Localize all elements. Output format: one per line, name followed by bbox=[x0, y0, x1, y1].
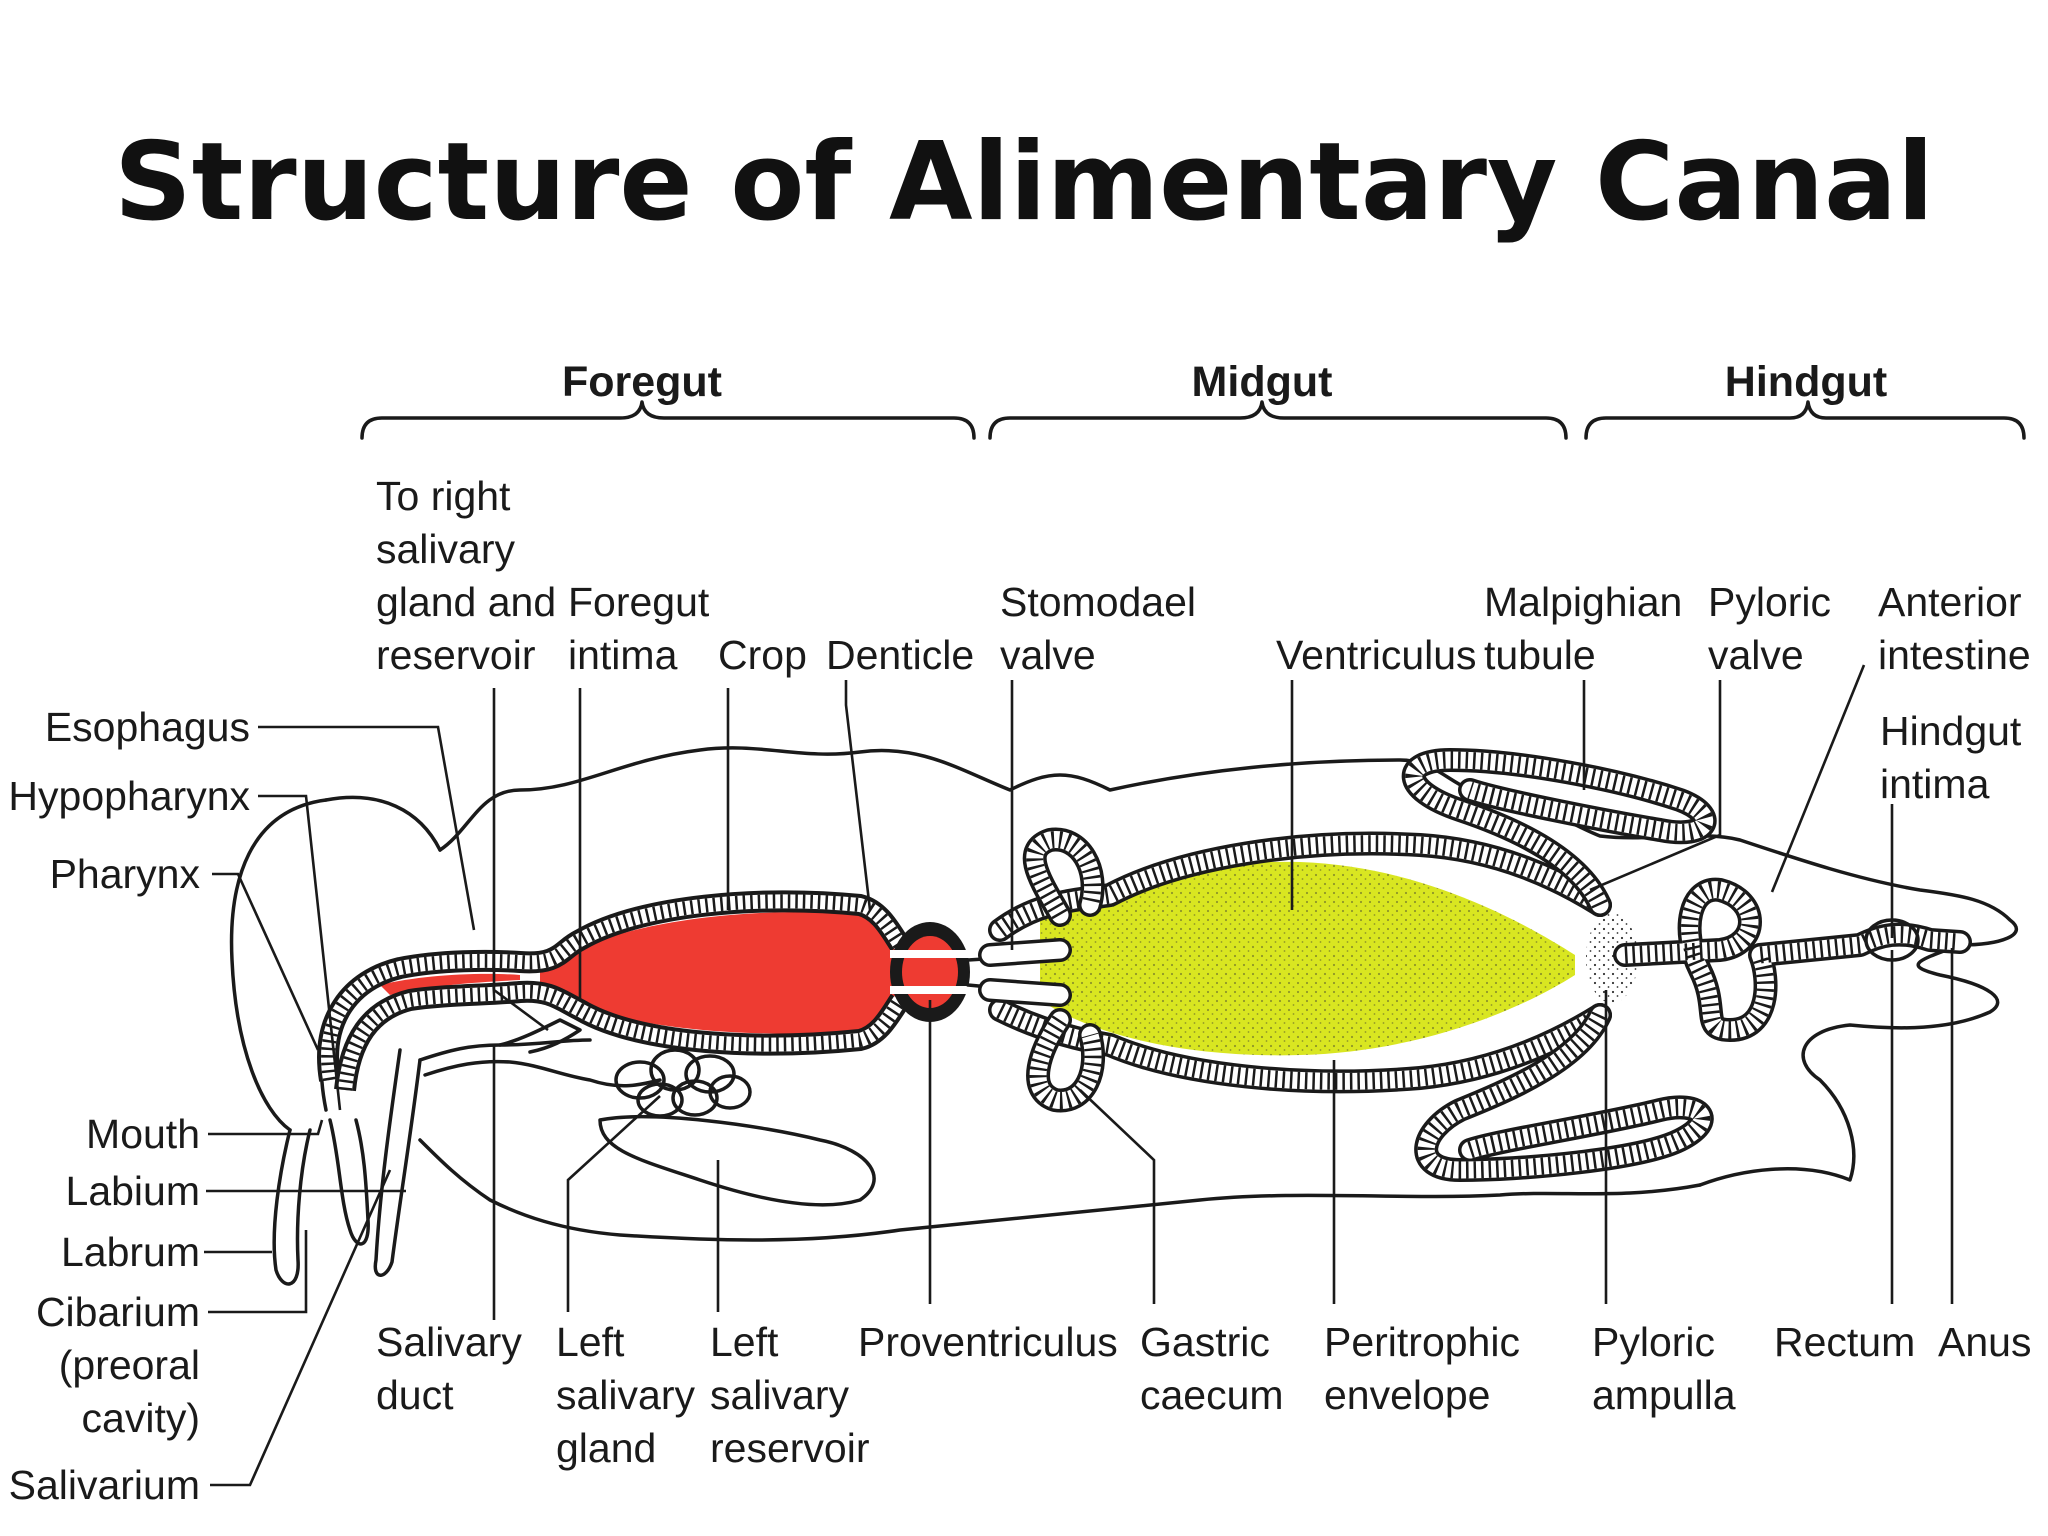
midgut-shape bbox=[978, 827, 1612, 1113]
label-ventriculus: Ventriculus bbox=[1276, 632, 1477, 678]
label-cibarium-3: cavity) bbox=[82, 1395, 200, 1441]
section-braces: Foregut Midgut Hindgut bbox=[360, 358, 2026, 440]
label-left-salivary-gland-1: Left bbox=[556, 1319, 625, 1365]
label-to-right-salivary-1: To right bbox=[376, 473, 511, 519]
label-labrum: Labrum bbox=[61, 1229, 200, 1275]
label-pyloric-valve-1: Pyloric bbox=[1708, 579, 1831, 625]
label-peritrophic-2: envelope bbox=[1324, 1372, 1490, 1418]
label-proventriculus: Proventriculus bbox=[858, 1319, 1118, 1365]
label-to-right-salivary-4: reservoir bbox=[376, 632, 535, 678]
proventriculus-shape bbox=[890, 922, 1002, 1022]
label-malpighian-2: tubule bbox=[1484, 632, 1596, 678]
midgut-heading: Midgut bbox=[1192, 358, 1333, 406]
label-hindgut-intima-1: Hindgut bbox=[1880, 708, 2022, 754]
hindgut-shape bbox=[1613, 877, 1972, 1042]
label-left-salivary-gland-3: gland bbox=[556, 1425, 656, 1471]
midgut-brace bbox=[988, 400, 1568, 440]
left-salivary-reservoir-shape bbox=[598, 1115, 876, 1207]
label-anterior-intestine-2: intestine bbox=[1878, 632, 2031, 678]
salivary-system bbox=[418, 1018, 876, 1207]
label-foregut-intima-2: intima bbox=[568, 632, 678, 678]
label-to-right-salivary-2: salivary bbox=[376, 526, 515, 572]
label-salivarium: Salivarium bbox=[9, 1462, 200, 1508]
label-hypopharynx: Hypopharynx bbox=[8, 773, 250, 819]
label-gastric-caecum-2: caecum bbox=[1140, 1372, 1284, 1418]
left-salivary-gland-shape bbox=[614, 1048, 752, 1118]
label-crop: Crop bbox=[718, 632, 807, 678]
label-cibarium-1: Cibarium bbox=[36, 1289, 200, 1335]
label-pyloric-valve-2: valve bbox=[1708, 632, 1804, 678]
label-hindgut-intima-2: intima bbox=[1880, 761, 1990, 807]
malpighian-tubules bbox=[1401, 748, 1717, 1182]
label-anus: Anus bbox=[1938, 1319, 2031, 1365]
label-peritrophic-1: Peritrophic bbox=[1324, 1319, 1520, 1365]
label-left-salivary-reservoir-1: Left bbox=[710, 1319, 779, 1365]
label-mouth: Mouth bbox=[86, 1111, 200, 1157]
page-title: Structure of Alimentary Canal bbox=[114, 120, 1934, 245]
label-malpighian-1: Malpighian bbox=[1484, 579, 1682, 625]
label-pharynx: Pharynx bbox=[50, 851, 201, 897]
foregut-shape bbox=[317, 890, 910, 1092]
label-to-right-salivary-3: gland and bbox=[376, 579, 556, 625]
labels: Esophagus Hypopharynx Pharynx Mouth Labi… bbox=[8, 473, 2031, 1508]
label-pyloric-ampulla-2: ampulla bbox=[1592, 1372, 1736, 1418]
hindgut-brace bbox=[1584, 400, 2026, 440]
label-rectum: Rectum bbox=[1774, 1319, 1915, 1365]
label-anterior-intestine-1: Anterior bbox=[1878, 579, 2022, 625]
foregut-heading: Foregut bbox=[562, 358, 722, 406]
label-gastric-caecum-1: Gastric bbox=[1140, 1319, 1270, 1365]
label-cibarium-2: (preoral bbox=[59, 1342, 200, 1388]
label-salivary-duct-1: Salivary bbox=[376, 1319, 522, 1365]
label-left-salivary-gland-2: salivary bbox=[556, 1372, 695, 1418]
label-salivary-duct-2: duct bbox=[376, 1372, 454, 1418]
label-labium: Labium bbox=[66, 1168, 200, 1214]
hindgut-heading: Hindgut bbox=[1725, 358, 1887, 406]
foregut-brace bbox=[360, 400, 976, 440]
label-foregut-intima-1: Foregut bbox=[568, 579, 710, 625]
label-stomodael-valve-2: valve bbox=[1000, 632, 1096, 678]
label-esophagus: Esophagus bbox=[45, 704, 250, 750]
label-left-salivary-reservoir-2: salivary bbox=[710, 1372, 849, 1418]
label-stomodael-valve-1: Stomodael bbox=[1000, 579, 1196, 625]
label-denticle: Denticle bbox=[826, 632, 974, 678]
label-pyloric-ampulla-1: Pyloric bbox=[1592, 1319, 1715, 1365]
label-left-salivary-reservoir-3: reservoir bbox=[710, 1425, 869, 1471]
leader-lines bbox=[204, 664, 1954, 1487]
